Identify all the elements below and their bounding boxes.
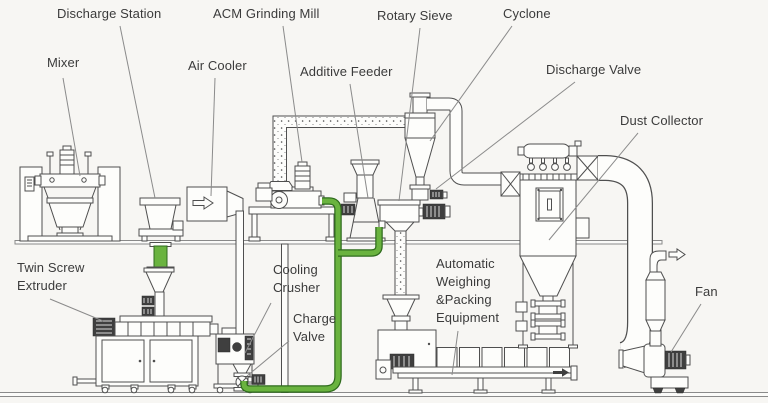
discharge-station-illustration <box>138 197 184 242</box>
label-rotary-sieve: Rotary Sieve <box>377 8 453 23</box>
leader-dust-collector <box>548 132 639 241</box>
leader-acm-grinding-mill <box>282 25 303 163</box>
cyclone-illustration <box>404 92 436 186</box>
air-cooler-illustration <box>186 186 244 335</box>
dust-collector-discharge-valves <box>515 299 566 341</box>
label-air-cooler: Air Cooler <box>188 58 247 73</box>
collector-to-fan-duct <box>598 155 653 368</box>
mixer-illustration <box>19 145 121 242</box>
dust-collector-inlet-flange <box>500 171 521 197</box>
leader-twin-screw-extruder <box>49 298 104 322</box>
leader-additive-feeder <box>349 83 369 199</box>
label-fan: Fan <box>695 284 718 299</box>
twin-screw-extruder-illustration <box>72 315 219 394</box>
weighing-packing-illustration <box>375 294 578 394</box>
ground-floor <box>0 392 768 397</box>
label-charge-valve: Charge Valve <box>293 311 337 344</box>
label-acm-grinding-mill: ACM Grinding Mill <box>213 6 320 21</box>
label-cooling-crusher: Cooling Crusher <box>273 262 320 295</box>
leader-charge-valve <box>246 340 290 377</box>
cyclone-discharge-valve <box>409 184 448 201</box>
label-mixer: Mixer <box>47 55 80 70</box>
dust-collector-illustration <box>500 140 599 349</box>
fan-exhaust-arrow-icon <box>668 248 686 261</box>
cyclone-outlet-duct <box>427 97 501 186</box>
label-discharge-valve: Discharge Valve <box>546 62 642 77</box>
cooling-crusher-illustration <box>213 327 259 394</box>
acm-grinding-mill-illustration <box>248 161 338 242</box>
sieve-to-packing-duct <box>394 230 407 298</box>
leader-discharge-station <box>119 25 156 199</box>
extruder-feed-hopper <box>141 267 175 320</box>
leader-fan <box>670 303 702 353</box>
label-dust-collector: Dust Collector <box>620 113 704 128</box>
leader-discharge-valve <box>435 81 576 190</box>
leader-rotary-sieve <box>398 27 421 202</box>
leader-cooling-crusher <box>244 302 272 354</box>
label-weighing-packing: Automatic Weighing &Packing Equipment <box>436 256 500 325</box>
discharge-chute-green <box>146 242 175 272</box>
air-cooler-flow-arrow-icon <box>192 196 214 210</box>
label-cyclone: Cyclone <box>503 6 551 21</box>
label-additive-feeder: Additive Feeder <box>300 64 393 79</box>
label-twin-screw-extruder: Twin Screw Extruder <box>17 260 85 293</box>
additive-feeder-illustration <box>340 159 386 242</box>
label-discharge-station: Discharge Station <box>57 6 162 21</box>
dust-collector-outlet-flange <box>576 155 599 181</box>
leader-cyclone <box>429 25 513 142</box>
leader-mixer <box>62 77 81 177</box>
fan-illustration <box>618 248 691 394</box>
leader-lines <box>49 25 702 377</box>
conveyor-direction-arrow-icon <box>553 368 569 377</box>
mill-to-cyclone-duct <box>264 115 407 191</box>
green-conveying-pipes <box>240 197 383 393</box>
rotary-sieve-illustration <box>377 199 451 232</box>
leader-air-cooler <box>210 77 216 197</box>
leader-weighing-packing <box>451 330 459 376</box>
